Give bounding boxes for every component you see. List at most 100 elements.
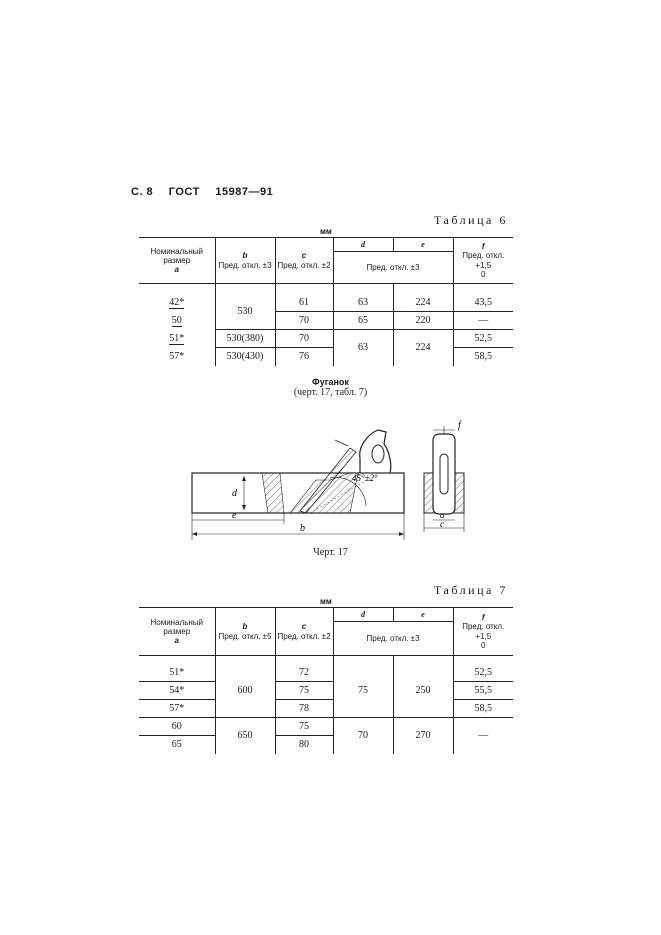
t6-b: 530(430)	[215, 347, 276, 366]
t7-e-group2: 270	[393, 717, 454, 754]
t7-head-nominal-sym: a	[174, 636, 179, 646]
t7-head-f: f Пред. откл. +1,5 0	[453, 607, 513, 656]
t6-a: 51*	[169, 332, 185, 345]
figure-title: Фуганок (черт. 17, табл. 7)	[0, 377, 661, 398]
angle-arc	[329, 477, 367, 507]
dim-e-label: e	[232, 510, 237, 521]
t7-head-c: c Пред. откл. ±2	[275, 607, 334, 656]
blade-tip-line	[334, 439, 349, 447]
t6-e-group: 224	[393, 329, 454, 366]
t7-c: 75	[275, 717, 334, 736]
t7-head-f-low: 0	[481, 640, 486, 650]
hatch-front	[261, 472, 285, 514]
t7-a: 54*	[139, 681, 216, 700]
t6-head-c: c Пред. откл. ±2	[275, 237, 334, 284]
dim-a-label: a	[440, 510, 445, 520]
table6: Номинальный размер a b Пред. откл. ±3 c …	[139, 237, 513, 366]
t6-cell: 50	[139, 311, 216, 330]
standard-number: 15987—91	[215, 186, 274, 198]
t6-c: 70	[275, 329, 334, 348]
front-handle-slot	[439, 453, 449, 495]
blade	[299, 447, 357, 514]
page-header: С. 8 ГОСТ 15987—91	[131, 186, 285, 198]
t6-f: 52,5	[453, 329, 513, 348]
t6-a: 50	[171, 314, 182, 327]
t6-c: 70	[275, 311, 334, 330]
table7-unit: мм	[320, 597, 332, 606]
t6-a: 57*	[169, 350, 185, 362]
t6-head-f-tol: Пред. откл.	[462, 251, 505, 261]
t7-b-group1: 600	[215, 663, 276, 718]
t7-c: 72	[275, 663, 334, 682]
t6-head-b-sym: b	[242, 251, 248, 261]
figure-caption: Черт. 17	[313, 547, 348, 558]
t7-head-c-tol: Пред. откл. ±2	[277, 631, 331, 641]
t7-c: 78	[275, 699, 334, 718]
t6-head-f-up: +1,5	[475, 260, 492, 270]
handle-hole	[371, 444, 385, 464]
t6-cell: 42*	[139, 293, 216, 312]
t6-d-group: 63	[333, 329, 394, 366]
angle-guide	[309, 477, 371, 514]
t6-head-b: b Пред. откл. ±3	[215, 237, 276, 284]
t6-b-group: 530	[215, 293, 276, 330]
angle-label: 45°±2°	[352, 473, 378, 483]
t6-head-f-sym: f	[481, 242, 485, 252]
t7-f: 58,5	[453, 699, 513, 718]
t7-head-f-sym: f	[481, 613, 485, 623]
t6-e: 220	[393, 311, 454, 330]
t6-cell: 51*	[139, 329, 216, 348]
t7-head-c-sym: c	[301, 622, 307, 632]
t6-a: 42*	[169, 296, 185, 309]
t6-cell: 57*	[139, 347, 216, 366]
t7-head-b-tol: Пред. откл. ±5	[218, 631, 272, 641]
t6-e: 224	[393, 293, 454, 312]
t6-head-c-tol: Пред. откл. ±2	[277, 260, 331, 270]
table7: Номинальный размер a b Пред. откл. ±5 c …	[139, 607, 513, 754]
t7-head-b-sym: b	[242, 622, 248, 632]
figure-ref: (черт. 17, табл. 7)	[293, 387, 368, 398]
t6-head-e: e	[393, 237, 454, 252]
front-handle	[432, 433, 456, 515]
t6-d: 63	[333, 293, 394, 312]
dim-b-label: b	[300, 523, 305, 534]
figure-title-text: Фуганок	[312, 377, 349, 387]
t7-head-nominal-text: Номинальный размер	[150, 617, 204, 636]
t7-d-group1: 75	[333, 663, 394, 718]
table6-caption: Таблица 6	[434, 213, 508, 227]
t7-f-group2: —	[478, 730, 489, 741]
t6-head-b-tol: Пред. откл. ±3	[218, 260, 272, 270]
t7-head-f-up: +1,5	[475, 631, 492, 641]
t6-f: —	[453, 311, 513, 330]
t6-b: 530(380)	[215, 329, 276, 348]
t7-head-nominal: Номинальный размер a	[139, 607, 216, 656]
t6-head-f: f Пред. откл. +1,5 0	[453, 237, 513, 284]
t6-head-nominal: Номинальный размер a	[139, 237, 216, 284]
standard-label: ГОСТ	[168, 186, 200, 198]
table6-unit: мм	[320, 227, 332, 236]
t7-f: 55,5	[453, 681, 513, 700]
dim-f-label: f	[458, 420, 462, 431]
t7-head-b: b Пред. откл. ±5	[215, 607, 276, 656]
t6-f: 58,5	[474, 351, 493, 362]
t7-f: 52,5	[453, 663, 513, 682]
t6-head-d: d	[333, 237, 394, 252]
t6-d: 65	[333, 311, 394, 330]
table7-caption: Таблица 7	[434, 583, 508, 597]
t7-head-e: e	[393, 607, 454, 622]
t7-d-group2: 70	[333, 717, 394, 754]
t6-head-c-sym: c	[301, 251, 307, 261]
t7-e-group1: 250	[393, 663, 454, 718]
t6-f: 43,5	[453, 293, 513, 312]
t7-a: 51*	[139, 663, 216, 682]
t6-head-f-low: 0	[481, 269, 486, 279]
t6-c: 76	[275, 347, 334, 366]
t7-a: 60	[139, 717, 216, 736]
t7-head-de-tol: Пред. откл. ±3	[333, 621, 454, 656]
handle	[359, 429, 392, 474]
t6-c: 61	[275, 293, 334, 312]
dim-d-label: d	[232, 488, 238, 499]
t7-b-group2: 650	[215, 717, 276, 754]
t7-c: 80	[275, 735, 334, 754]
t6-head-de-tol: Пред. откл. ±3	[333, 251, 454, 284]
